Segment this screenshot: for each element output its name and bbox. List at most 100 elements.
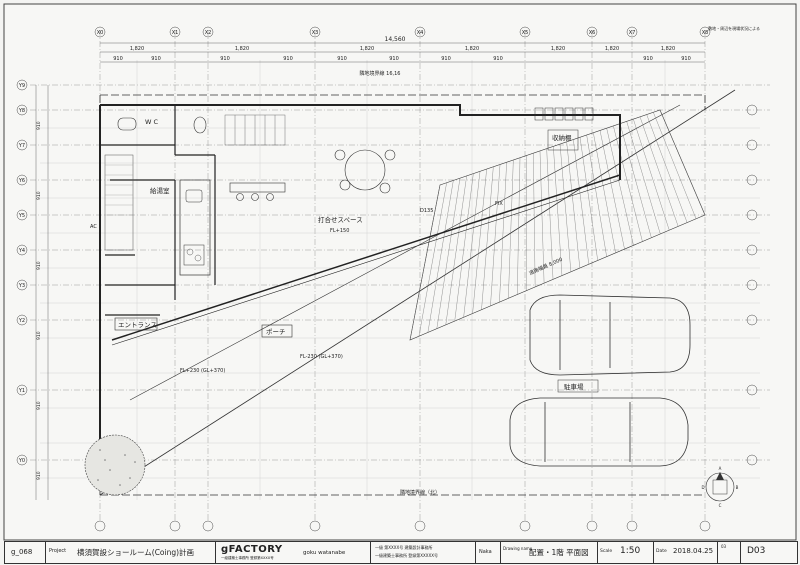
col-label-x1: X1: [172, 30, 179, 36]
architect-name: goku watanabe: [303, 550, 346, 556]
left-dim-labels: 910 910 910 910 910 910: [36, 121, 42, 480]
span-dim: 910: [113, 56, 123, 62]
storage-shelf: [104, 154, 134, 251]
compass-label: D: [701, 485, 704, 490]
left-dim: 910: [36, 401, 42, 410]
site-boundary-top: [100, 94, 706, 110]
col-label-x3: X3: [312, 30, 319, 36]
scale-label: Scale: [600, 549, 613, 554]
room-wc: W C: [145, 118, 158, 126]
col-label-x0: X0: [97, 30, 104, 36]
span-dim: 910: [643, 56, 653, 62]
row-label-y0: Y9: [18, 83, 25, 89]
drawing-name: 配置・1階 平面図: [529, 548, 589, 557]
hatch-line: [436, 178, 461, 329]
hatch-line: [579, 137, 598, 261]
row-labels: Y9 Y8 Y7 Y6 Y5 Y4 Y3 Y2 Y1 Y0: [16, 79, 758, 466]
overall-width-dim: 14,560: [385, 36, 406, 43]
left-dim: 910: [36, 191, 42, 200]
fl-a-label: FL+150: [330, 228, 349, 234]
header-note: 敷地・周辺を現場状況による: [708, 25, 760, 31]
hatch-line: [626, 121, 661, 234]
span-dim: 910: [283, 56, 293, 62]
d135-label: D135: [420, 208, 433, 214]
hatch-line: [559, 144, 572, 272]
hatch-line: [619, 123, 652, 238]
hatch-line: [517, 157, 521, 295]
title-block: g_068 Project 横須賀設ショールーム(Coing)計画 gFACTO…: [4, 541, 798, 564]
firm-logo: gFACTORY: [221, 544, 283, 555]
col-label-x8: X8: [702, 30, 709, 36]
row-label-y8: Y1: [18, 388, 25, 394]
hatch-line: [472, 169, 487, 314]
compass-label: C: [719, 503, 722, 508]
entrance-box: [114, 317, 158, 331]
building-diagonal-wall: [129, 104, 681, 401]
compass-label: B: [736, 485, 739, 490]
col-label-x2: X2: [205, 30, 212, 36]
tree-planting: [84, 434, 146, 496]
room-entrance: エントランス: [118, 321, 157, 329]
hatch-line: [508, 159, 514, 299]
hatch-line: [409, 184, 441, 341]
col-label-x5: X5: [522, 30, 529, 36]
hatch-line: [499, 162, 507, 303]
hatch-line: [553, 146, 563, 276]
firm-sub: 一級建築士事務所 登録第XXXX号: [221, 556, 274, 560]
hatch-line: [606, 128, 634, 246]
page-number: D03: [747, 546, 766, 556]
column-labels-bottom: [94, 520, 711, 532]
row-label-y7: Y2: [18, 318, 25, 324]
hatch-line: [639, 116, 679, 227]
hatch-line: [633, 119, 670, 231]
hatch-line: [454, 173, 474, 322]
hatch-line: [599, 130, 625, 250]
left-dim: 910: [36, 471, 42, 480]
left-dim: 910: [36, 261, 42, 270]
row-label-y1: Y8: [18, 108, 25, 114]
hatch-line: [653, 112, 697, 219]
span-dims: 1,820 1,820 1,820 1,820 1,820 1,820 1,82…: [113, 46, 691, 62]
diagonal-glazing: [111, 174, 621, 341]
span-dim: 1,820: [235, 46, 249, 52]
hatch-line: [573, 139, 589, 265]
meeting-table: [229, 149, 396, 201]
hatch-line: [445, 175, 467, 325]
span-dim: 910: [493, 56, 503, 62]
span-dim: 910: [220, 56, 230, 62]
span-dim: 1,820: [130, 46, 144, 52]
hatch-lines: [409, 109, 706, 341]
hatch-line: [646, 114, 688, 223]
hatch-line: [546, 148, 554, 280]
scale-value: 1:50: [620, 546, 641, 556]
diagonal-glazing-inner: [111, 179, 621, 346]
row-label-y9: Y0: [18, 458, 25, 464]
sheet-number: g_068: [11, 548, 33, 556]
room-kitchen: 給湯室: [150, 186, 170, 195]
washbasin: [117, 117, 137, 131]
span-dim: 910: [681, 56, 691, 62]
col-label-x4: X4: [417, 30, 424, 36]
span-dim: 910: [151, 56, 161, 62]
compass-label: A: [719, 466, 722, 471]
license-line-2: 一級建築士事務所 登録第XXXXX号: [375, 553, 438, 558]
hatch-line: [539, 150, 545, 284]
col-label-x6: X6: [589, 30, 596, 36]
left-dim: 910: [36, 331, 42, 340]
span-dim: 1,820: [551, 46, 565, 52]
car-bottom: [509, 397, 689, 467]
span-dim: 1,820: [605, 46, 619, 52]
interior-partitions: [100, 105, 216, 316]
boundary-bottom-label: 隣地境界線（北）: [400, 489, 440, 496]
drawing-label: Drawing name: [503, 546, 533, 551]
boundary-top-label: 隣地境界線 16,16: [360, 70, 401, 77]
fix-label: FIX: [495, 201, 503, 207]
row-label-y5: Y4: [18, 248, 25, 254]
date-value: 2018.04.25: [673, 547, 714, 555]
date-label: Date: [656, 549, 667, 554]
mark: Naka: [479, 549, 492, 555]
shelf-hatch: [105, 164, 133, 216]
hatch-line: [418, 182, 447, 337]
hatch-line: [659, 109, 706, 216]
